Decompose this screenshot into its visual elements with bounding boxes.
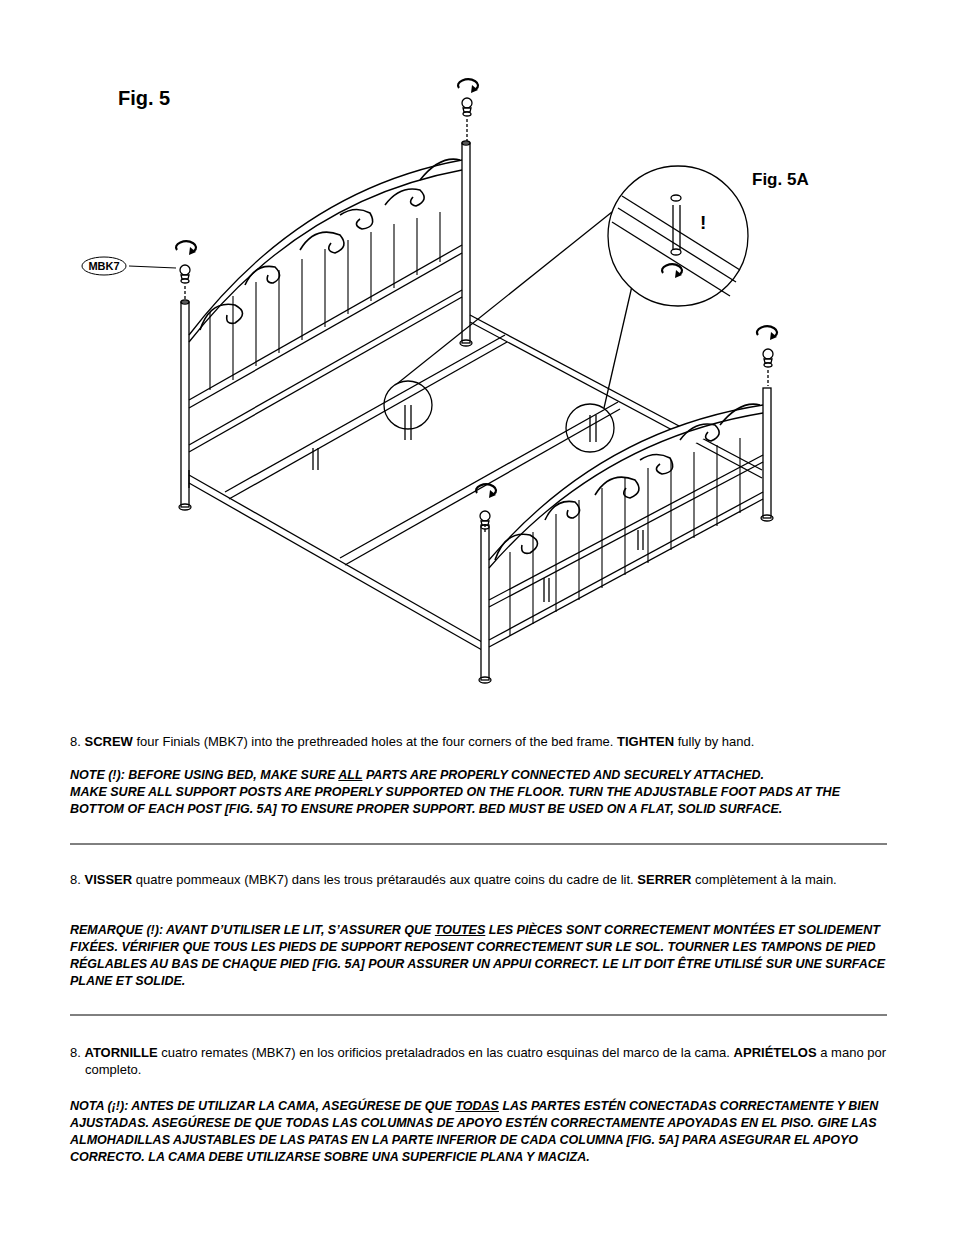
instruction-text: ALL: [338, 768, 362, 782]
finials: [129, 79, 777, 532]
instruction-text: 8.: [70, 872, 81, 887]
instruction-paragraph: 8. ATORNILLE cuatro remates (MBK7) en lo…: [70, 1044, 887, 1078]
instruction-text: 8.: [70, 1045, 81, 1060]
instruction-text: TOUTES: [435, 923, 485, 937]
figure-title: Fig. 5: [118, 87, 170, 110]
instruction-text: REMARQUE (!): AVANT D’UTILISER LE LIT, S…: [70, 923, 431, 937]
instruction-text: TIGHTEN: [617, 734, 674, 749]
instruction-paragraph: NOTE (!): BEFORE USING BED, MAKE SURE AL…: [70, 767, 887, 818]
instruction-text: cuatro remates (MBK7) en los orificios p…: [161, 1045, 730, 1060]
part-code: MBK7: [81, 260, 127, 272]
instruction-text: complètement à la main.: [695, 872, 837, 887]
instruction-text: 8.: [70, 734, 81, 749]
figure-label: Fig. 5A: [752, 170, 809, 190]
instruction-text: APRIÉTELOS: [734, 1045, 817, 1060]
instruction-text: NOTA (¡!): ANTES DE UTILIZAR LA CAMA, AS…: [70, 1099, 452, 1113]
instruction-text: VISSER: [84, 872, 132, 887]
separator: [70, 1015, 887, 1016]
instruction-text: PARTS ARE PROPERLY CONNECTED AND SECUREL…: [366, 768, 764, 782]
instruction-text: fully by hand.: [678, 734, 755, 749]
instruction-paragraph: 8. SCREW four Finials (MBK7) into the pr…: [70, 733, 887, 750]
instruction-text: SERRER: [637, 872, 691, 887]
bed-frame: [189, 166, 762, 650]
instruction-text: ATORNILLE: [84, 1045, 157, 1060]
instruction-paragraph: NOTA (¡!): ANTES DE UTILIZAR LA CAMA, AS…: [70, 1098, 887, 1166]
instruction-paragraph: 8. VISSER quatre pommeaux (MBK7) dans le…: [70, 871, 887, 888]
instruction-text: four Finials (MBK7) into the prethreaded…: [136, 734, 613, 749]
part-callout: MBK7: [81, 256, 127, 276]
warning-mark: !: [700, 212, 706, 234]
instruction-text: TODAS: [455, 1099, 499, 1113]
instruction-text: NOTE (!): BEFORE USING BED, MAKE SURE: [70, 768, 335, 782]
instruction-text: MAKE SURE ALL SUPPORT POSTS ARE PROPERLY…: [70, 784, 887, 818]
footboard: [479, 388, 773, 683]
instruction-text: quatre pommeaux (MBK7) dans les trous pr…: [136, 872, 634, 887]
headboard: [179, 141, 472, 510]
instruction-paragraph: REMARQUE (!): AVANT D’UTILISER LE LIT, S…: [70, 922, 887, 990]
instruction-text: SCREW: [84, 734, 132, 749]
separator: [70, 844, 887, 845]
